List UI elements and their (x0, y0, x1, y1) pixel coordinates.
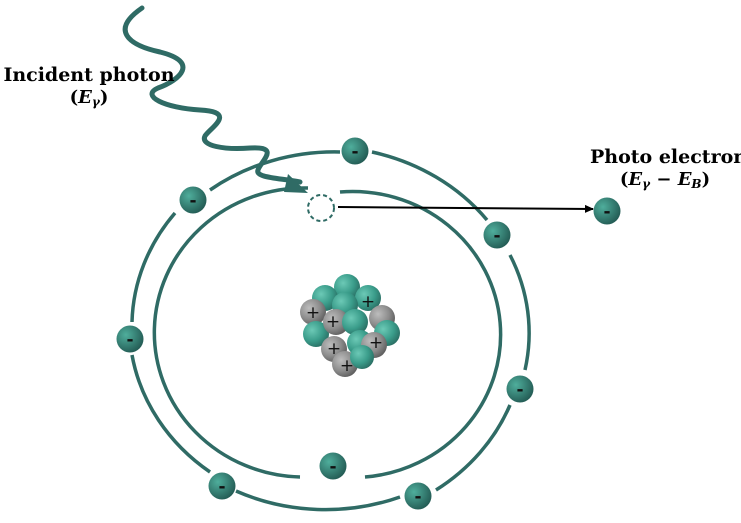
incident-photon-label: Incident photon (Eγ) (0, 64, 178, 109)
electron-sign: - (603, 202, 610, 222)
incident-photon-title: Incident photon (3, 64, 175, 86)
electron-sign: - (516, 380, 523, 400)
outer-orbit (130, 150, 531, 512)
inner-orbit-right (339, 189, 503, 479)
proton-sign: + (327, 339, 341, 359)
proton-sign: + (306, 303, 320, 323)
proton-sign: + (326, 312, 340, 332)
photo-electron-label: Photo electron (Eγ − EB) (590, 146, 741, 191)
electron-sign: - (351, 142, 358, 162)
proton-sign: + (369, 333, 383, 353)
electron-icon: - (116, 325, 144, 353)
proton-sign: + (361, 292, 375, 312)
electron-icon: - (506, 375, 534, 403)
nucleus-icon (300, 274, 400, 377)
photon-arrowhead-icon (284, 174, 308, 193)
electron-sign: - (414, 487, 421, 507)
electron-icon: - (319, 452, 347, 480)
inner-orbit (152, 186, 309, 479)
electron-sign: - (493, 226, 500, 246)
electron-icon: - (404, 482, 432, 510)
photon-wave-icon (122, 5, 303, 185)
electron-sign: - (218, 477, 225, 497)
electron-sign: - (189, 191, 196, 211)
incident-photon-energy: (Eγ) (69, 87, 109, 109)
electron-icon: - (341, 137, 369, 165)
electron-sign: - (126, 330, 133, 350)
electron-icon: - (208, 472, 236, 500)
electron-vacancy (307, 194, 335, 222)
arrow-icon (337, 204, 594, 213)
proton-sign: + (340, 356, 354, 376)
photo-electron-title: Photo electron (590, 146, 741, 168)
electron-icon: - (179, 186, 207, 214)
electrons: - - - - - - - - (116, 137, 621, 510)
ejected-electron-icon: - (593, 197, 621, 225)
electron-icon: - (483, 221, 511, 249)
photo-electron-energy: (Eγ − EB) (619, 169, 711, 191)
electron-sign: - (329, 457, 336, 477)
proton-signs: + + + + + + (306, 292, 383, 376)
